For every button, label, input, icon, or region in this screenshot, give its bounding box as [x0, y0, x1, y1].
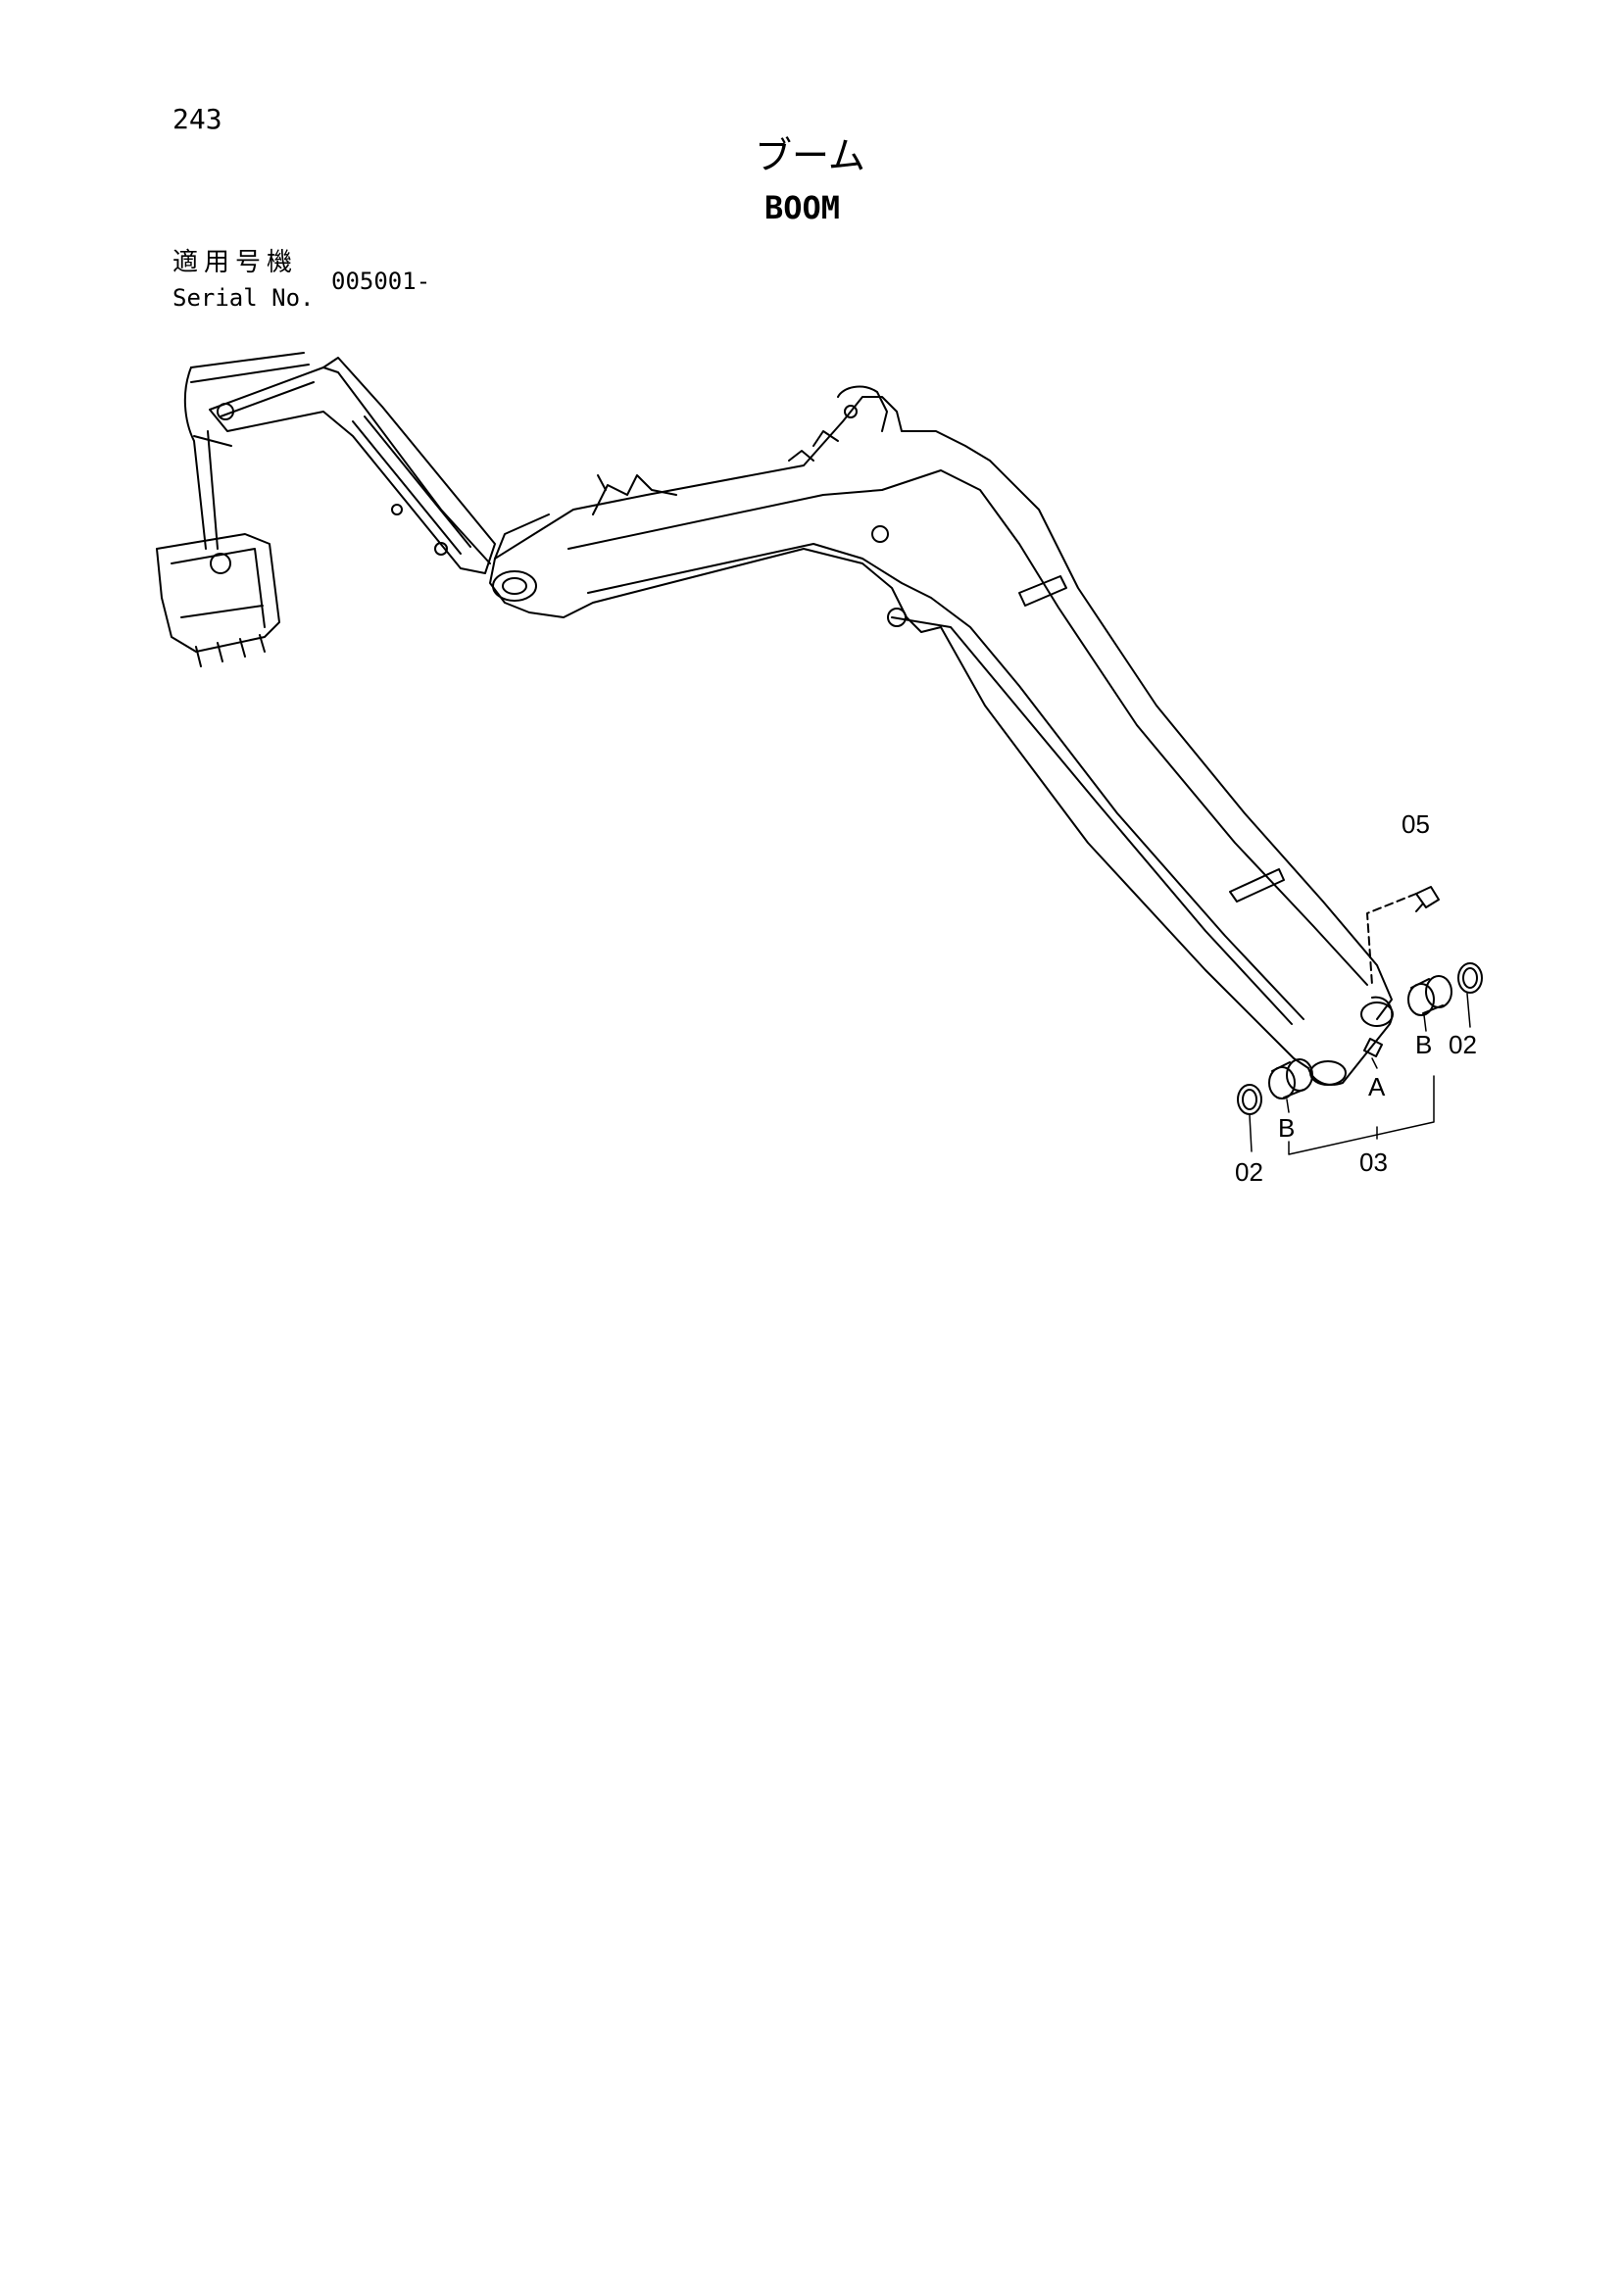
- seal-right-02: [1457, 962, 1483, 994]
- callout-b-right: B: [1415, 1030, 1432, 1059]
- front-attachment-thumbnail: [156, 352, 496, 667]
- boom-main-drawing: [489, 385, 1394, 1086]
- callout-labels: 05 02 B A B 02 03: [1235, 809, 1477, 1187]
- seal-left-02: [1237, 1084, 1262, 1115]
- bushing-right: [1407, 975, 1452, 1016]
- callout-05: 05: [1402, 809, 1430, 839]
- callout-02-right: 02: [1449, 1030, 1477, 1059]
- callout-b-left: B: [1278, 1113, 1295, 1143]
- title-japanese: ブーム: [755, 134, 865, 177]
- grease-fitting-05: [1366, 886, 1440, 986]
- callout-a: A: [1368, 1072, 1386, 1101]
- serial-label-japanese: 適用号機: [172, 248, 299, 277]
- bushing-left: [1268, 1058, 1313, 1099]
- title-english: BOOM: [764, 189, 841, 226]
- serial-number-range: 005001-: [331, 268, 431, 295]
- serial-label-english: Serial No.: [172, 284, 315, 312]
- exploded-parts: [1237, 886, 1483, 1155]
- callout-02-left: 02: [1235, 1157, 1263, 1187]
- page-number: 243: [172, 103, 222, 135]
- callout-03: 03: [1359, 1148, 1388, 1177]
